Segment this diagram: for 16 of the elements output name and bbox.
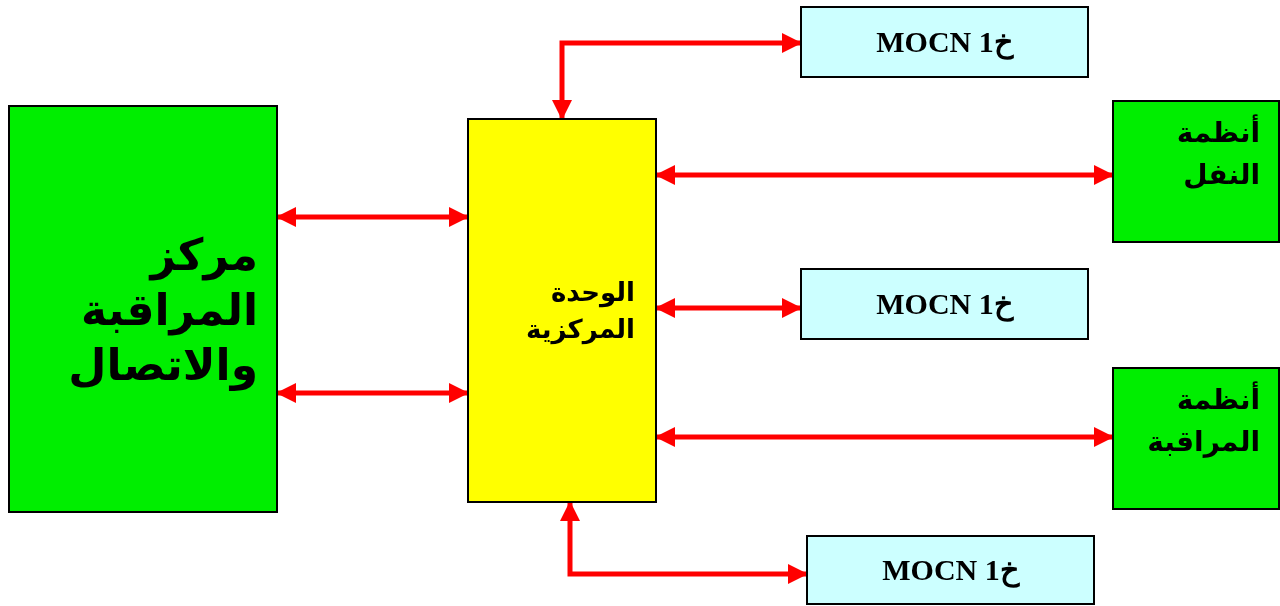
process-box	[806, 535, 1095, 605]
double-arrow	[552, 33, 802, 120]
node-label: الوحدة المركزية	[524, 276, 635, 347]
double-arrow	[560, 501, 808, 584]
process-box	[1112, 367, 1280, 510]
node-label: مركز المراقبة والاتصال	[67, 227, 258, 392]
node-label: خ1 MOCN	[876, 286, 1013, 322]
node-label: أنظمة المراقبة	[1150, 380, 1260, 460]
process-box	[8, 105, 278, 513]
node-label: أنظمة النفل	[1175, 113, 1260, 193]
central-unit-box	[467, 118, 657, 503]
node-label: خ1 MOCN	[876, 24, 1013, 60]
process-box	[1112, 100, 1280, 243]
process-box	[800, 268, 1089, 340]
process-box	[800, 6, 1089, 78]
node-label: خ1 MOCN	[882, 552, 1019, 588]
